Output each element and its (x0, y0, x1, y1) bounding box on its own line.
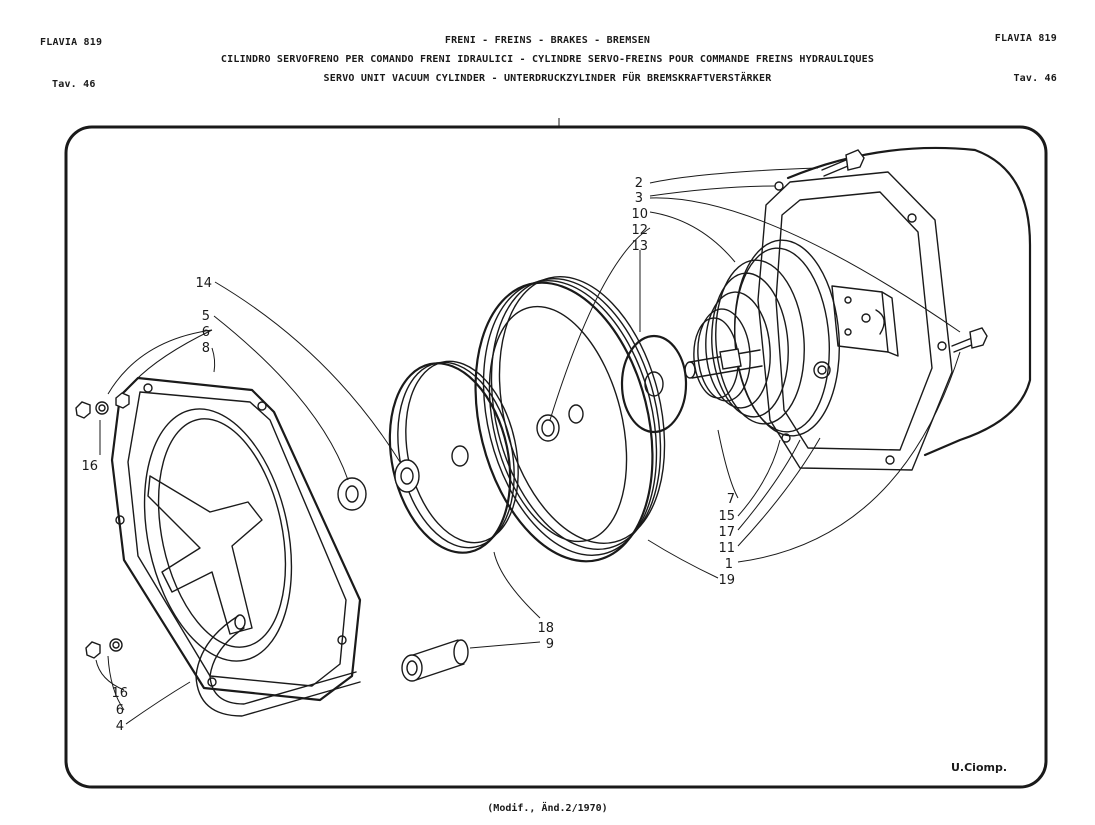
bolt-upper (821, 149, 865, 177)
nut-washer-top (75, 392, 130, 419)
title-line-3: SERVO UNIT VACUUM CYLINDER - UNTERDRUCKZ… (323, 73, 772, 84)
front-cover (110, 376, 362, 702)
piston-rod (684, 348, 763, 379)
nut-washer-bottom (85, 638, 123, 659)
part-label-14: 14 (195, 276, 212, 291)
part-label-17: 17 (718, 525, 735, 540)
part-labels: 2 3 10 12 13 14 5 6 8 16 7 15 17 11 1 19… (81, 176, 735, 734)
title-line-1: FRENI - FREINS - BRAKES - BREMSEN (444, 35, 651, 46)
part-label-8: 8 (202, 341, 210, 356)
drawing-frame (64, 125, 1048, 789)
part-label-11: 11 (718, 541, 735, 556)
part-label-13: 13 (631, 239, 648, 254)
part-label-6-top: 6 (202, 325, 210, 340)
part-label-19: 19 (718, 573, 735, 588)
revision-note: (Modif., Änd.2/1970) (487, 803, 608, 814)
part-label-12: 12 (631, 223, 648, 238)
leader-lines (95, 167, 961, 725)
part-label-4: 4 (116, 719, 124, 734)
part-label-16-bottom: 16 (111, 686, 128, 701)
nut-center (337, 477, 367, 511)
part-label-7: 7 (727, 492, 735, 507)
piston-assembly (474, 275, 666, 563)
model-label-right: FLAVIA 819 (994, 33, 1057, 44)
table-number-right: Tav. 46 (1013, 73, 1057, 84)
part-label-1: 1 (725, 557, 733, 572)
part-label-9: 9 (546, 637, 554, 652)
part-label-15: 15 (718, 509, 735, 524)
title-line-2: CILINDRO SERVOFRENO PER COMANDO FRENI ID… (220, 54, 875, 65)
part-label-6-bottom: 6 (116, 703, 124, 718)
model-label-left: FLAVIA 819 (40, 37, 103, 48)
part-label-3: 3 (635, 191, 643, 206)
part-label-18: 18 (537, 621, 554, 636)
part-label-10: 10 (631, 207, 648, 222)
hose (401, 639, 469, 682)
draftsman-signature: U.Ciomp. (951, 761, 1008, 774)
diaphragm (388, 360, 519, 554)
part-label-2: 2 (635, 176, 643, 191)
bolt-lower (951, 327, 988, 353)
part-label-16-top: 16 (81, 459, 98, 474)
seals-and-springs (693, 239, 841, 437)
part-label-5: 5 (202, 309, 210, 324)
table-number-left: Tav. 46 (52, 79, 96, 90)
lock-washer-right (813, 361, 831, 379)
vacuum-pipe (195, 614, 361, 717)
